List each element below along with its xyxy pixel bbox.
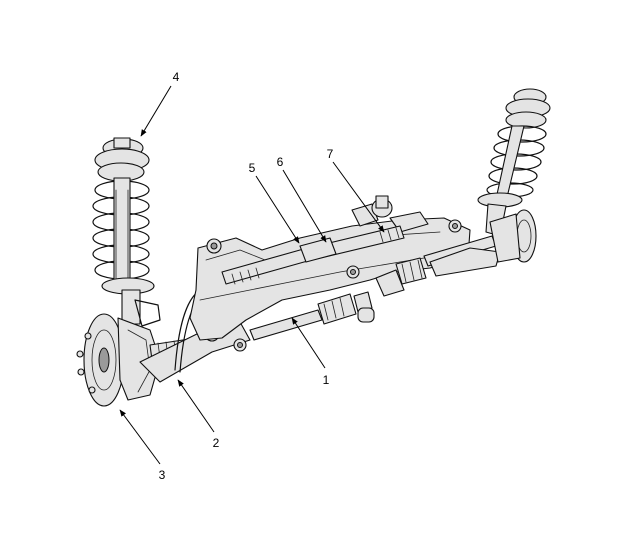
callout-1: 1	[323, 373, 330, 387]
callout-7: 7	[327, 147, 334, 161]
leader-4	[140, 85, 172, 137]
callout-6: 6	[277, 155, 284, 169]
callout-3: 3	[159, 468, 166, 482]
leader-2	[177, 379, 215, 433]
callout-2: 2	[213, 436, 220, 450]
leader-1	[291, 317, 326, 369]
leader-3	[119, 409, 161, 465]
callout-5: 5	[249, 161, 256, 175]
right-strut-assembly	[477, 88, 551, 237]
callout-4: 4	[173, 70, 180, 84]
leader-5	[255, 175, 300, 244]
steering-gear-box	[221, 225, 405, 285]
left-hub-knuckle	[76, 313, 161, 407]
leader-lines	[119, 85, 385, 465]
left-strut-assembly	[92, 137, 161, 327]
leader-7	[332, 161, 385, 233]
right-hub-knuckle	[489, 209, 537, 263]
right-lower-arm	[429, 247, 501, 277]
leader-6	[282, 169, 327, 243]
